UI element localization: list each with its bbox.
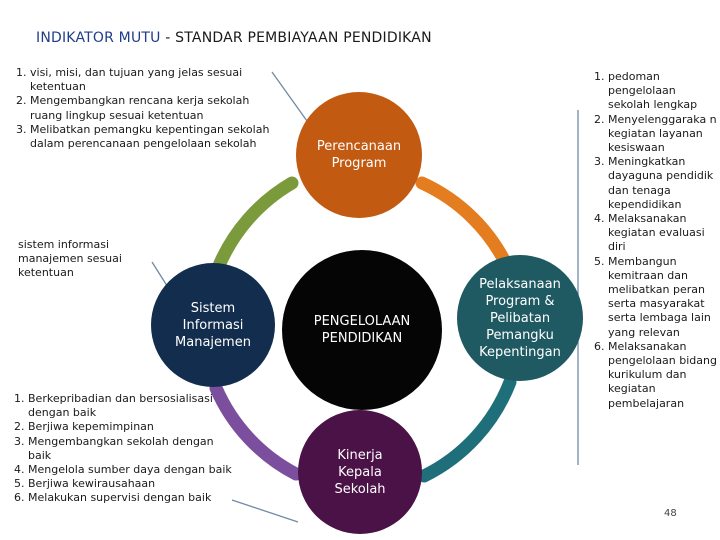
performance-item: Melakukan supervisi dengan baik	[28, 491, 240, 505]
center-label: PENGELOLAAN PENDIDIKAN	[313, 314, 411, 346]
arc-orange	[415, 176, 515, 275]
arc-teal	[417, 375, 517, 483]
execution-item: Melaksanakan pengelolaan bidang kurikulu…	[608, 340, 720, 411]
execution-label: Pelaksanaan Program & Pelibatan Pemangku…	[479, 276, 561, 360]
sim-circle: Sistem Informasi Manajemen	[151, 263, 275, 387]
execution-circle: Pelaksanaan Program & Pelibatan Pemangku…	[457, 255, 583, 381]
title-highlight: INDIKATOR MUTU	[36, 30, 161, 46]
center-circle: PENGELOLAAN PENDIDIKAN	[282, 250, 442, 410]
planning-item: Mengembangkan rencana kerja sekolah ruan…	[30, 94, 272, 122]
performance-label: Kinerja Kepala Sekolah	[334, 447, 386, 497]
slide-title: INDIKATOR MUTU - STANDAR PEMBIAYAAN PEND…	[36, 30, 432, 46]
page-number: 48	[664, 508, 677, 519]
execution-item: Meningkatkan dayaguna pendidik dan tenag…	[608, 155, 720, 212]
execution-item: Menyelenggaraka n kegiatan layanan kesis…	[608, 113, 720, 156]
sim-note: sistem informasi manajemen sesuai ketent…	[18, 238, 122, 280]
execution-item: Membangun kemitraan dan melibatkan peran…	[608, 255, 720, 340]
performance-item: Berjiwa kewirausahaan	[28, 477, 240, 491]
performance-indicators: Berkepribadian dan bersosialisasi dengan…	[8, 392, 240, 506]
planning-label: Perencanaan Program	[316, 139, 402, 171]
planning-item: visi, misi, dan tujuan yang jelas sesuai…	[30, 66, 272, 94]
performance-item: Berjiwa kepemimpinan	[28, 420, 240, 434]
execution-indicators: pedoman pengelolaan sekolah lengkap Meny…	[588, 70, 720, 411]
planning-indicators: visi, misi, dan tujuan yang jelas sesuai…	[10, 66, 272, 151]
connector-performance	[231, 499, 299, 523]
sim-label: Sistem Informasi Manajemen	[175, 300, 251, 350]
performance-item: Mengembangkan sekolah dengan baik	[28, 435, 240, 463]
arc-green	[211, 176, 299, 275]
planning-item: Melibatkan pemangku kepentingan sekolah …	[30, 123, 272, 151]
title-rest: - STANDAR PEMBIAYAAN PENDIDIKAN	[160, 30, 432, 46]
execution-item: pedoman pengelolaan sekolah lengkap	[608, 70, 720, 113]
performance-circle: Kinerja Kepala Sekolah	[298, 410, 422, 534]
execution-item: Melaksanakan kegiatan evaluasi diri	[608, 212, 720, 255]
performance-item: Mengelola sumber daya dengan baik	[28, 463, 240, 477]
performance-item: Berkepribadian dan bersosialisasi dengan…	[28, 392, 240, 420]
planning-circle: Perencanaan Program	[296, 92, 422, 218]
arc-purple	[209, 381, 303, 481]
